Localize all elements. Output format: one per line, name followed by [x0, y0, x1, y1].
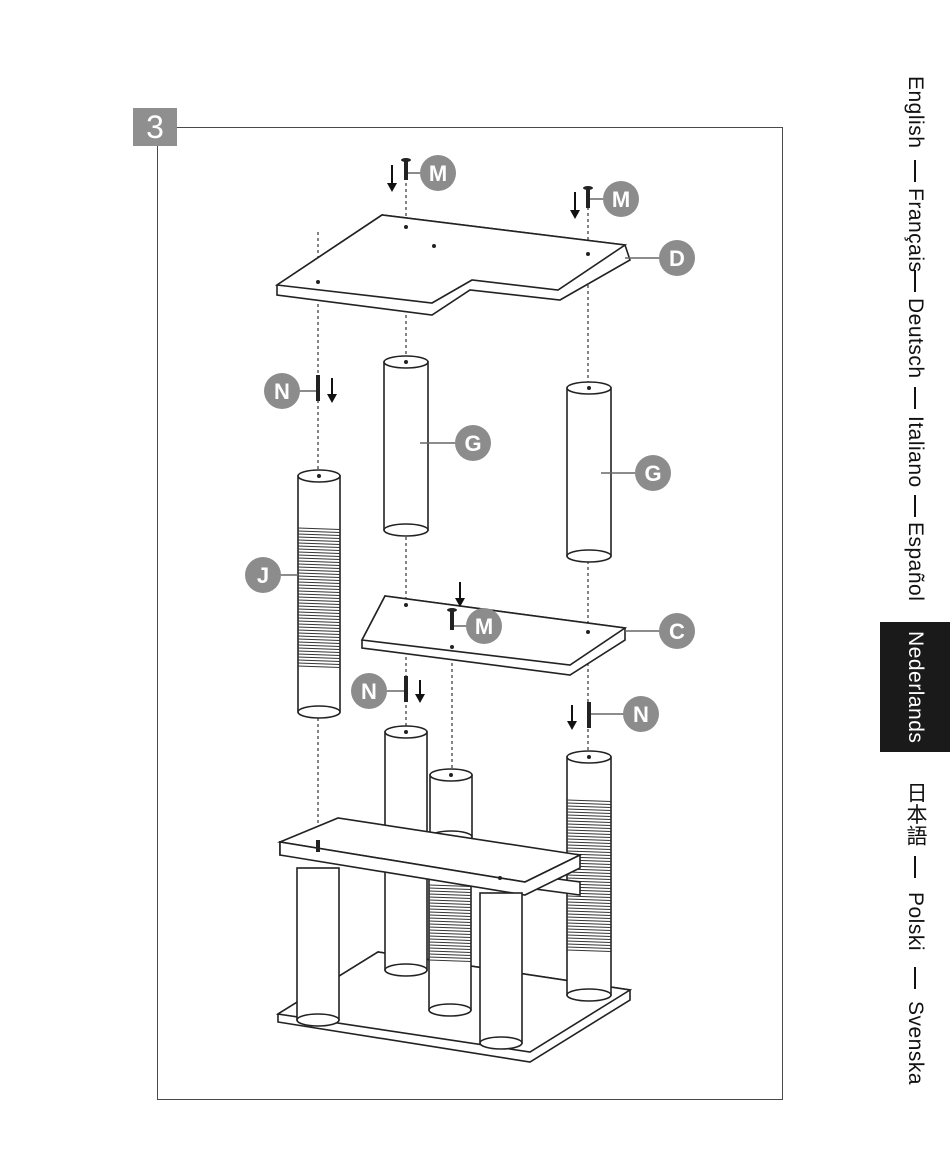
- post-g-left: [384, 356, 428, 536]
- label-m-middle: M: [466, 608, 502, 644]
- language-tab-label: Español: [903, 522, 927, 601]
- language-tab-label: Nederlands: [903, 631, 927, 743]
- label-n-center: N: [351, 673, 387, 709]
- language-tab-5[interactable]: Nederlands: [880, 622, 950, 752]
- lower-post-front-left: [297, 868, 339, 1026]
- language-tab-7[interactable]: Polski: [880, 872, 950, 972]
- language-tab-label: Deutsch: [903, 298, 927, 379]
- language-tab-label: English: [903, 76, 927, 148]
- screw-m-top-right: [570, 186, 593, 219]
- svg-text:N: N: [274, 379, 290, 404]
- language-tab-label: Français: [903, 188, 927, 273]
- svg-text:G: G: [644, 461, 661, 486]
- screw-m-top-left: [387, 158, 411, 192]
- label-d: D: [659, 240, 695, 276]
- label-n-right: N: [623, 696, 659, 732]
- lower-post-center-sisal: [429, 870, 471, 1016]
- platform-d: [277, 215, 630, 315]
- label-m-top-left: M: [420, 155, 456, 191]
- language-tab-2[interactable]: Deutsch: [880, 282, 950, 394]
- post-g-right: [567, 382, 611, 562]
- language-tab-4[interactable]: Español: [880, 510, 950, 614]
- dowel-n-right: [567, 702, 591, 730]
- label-j: J: [245, 557, 281, 593]
- language-tab-label: 日本語: [900, 782, 930, 847]
- svg-text:J: J: [257, 563, 269, 588]
- dowel-n-center: [404, 676, 425, 703]
- svg-text:G: G: [464, 431, 481, 456]
- label-m-top-right: M: [603, 181, 639, 217]
- language-tab-8[interactable]: Svenska: [880, 984, 950, 1102]
- label-n-left: N: [264, 373, 300, 409]
- label-g-left: G: [455, 425, 491, 461]
- dowel-n-left: [316, 375, 337, 403]
- lower-post-front-right: [480, 893, 522, 1049]
- language-tab-3[interactable]: Italiano: [880, 402, 950, 502]
- svg-text:M: M: [475, 614, 493, 639]
- post-j: [298, 470, 340, 718]
- lower-post-back-right-sisal: [567, 751, 611, 1001]
- language-tab-6[interactable]: 日本語: [880, 767, 950, 862]
- svg-text:D: D: [669, 246, 685, 271]
- short-center-post: [430, 769, 472, 843]
- label-g-right: G: [635, 455, 671, 491]
- language-tab-label: Svenska: [903, 1001, 927, 1085]
- svg-text:M: M: [429, 161, 447, 186]
- language-tab-label: Italiano: [903, 416, 927, 488]
- language-tab-1[interactable]: Français: [880, 180, 950, 280]
- tab-divider: [914, 160, 916, 182]
- language-tab-label: Polski: [903, 892, 927, 951]
- pin-lower-plate: [316, 840, 320, 852]
- label-c: C: [659, 613, 695, 649]
- language-tab-0[interactable]: English: [880, 62, 950, 162]
- svg-text:N: N: [633, 702, 649, 727]
- svg-text:M: M: [612, 187, 630, 212]
- svg-text:N: N: [361, 679, 377, 704]
- svg-text:C: C: [669, 619, 685, 644]
